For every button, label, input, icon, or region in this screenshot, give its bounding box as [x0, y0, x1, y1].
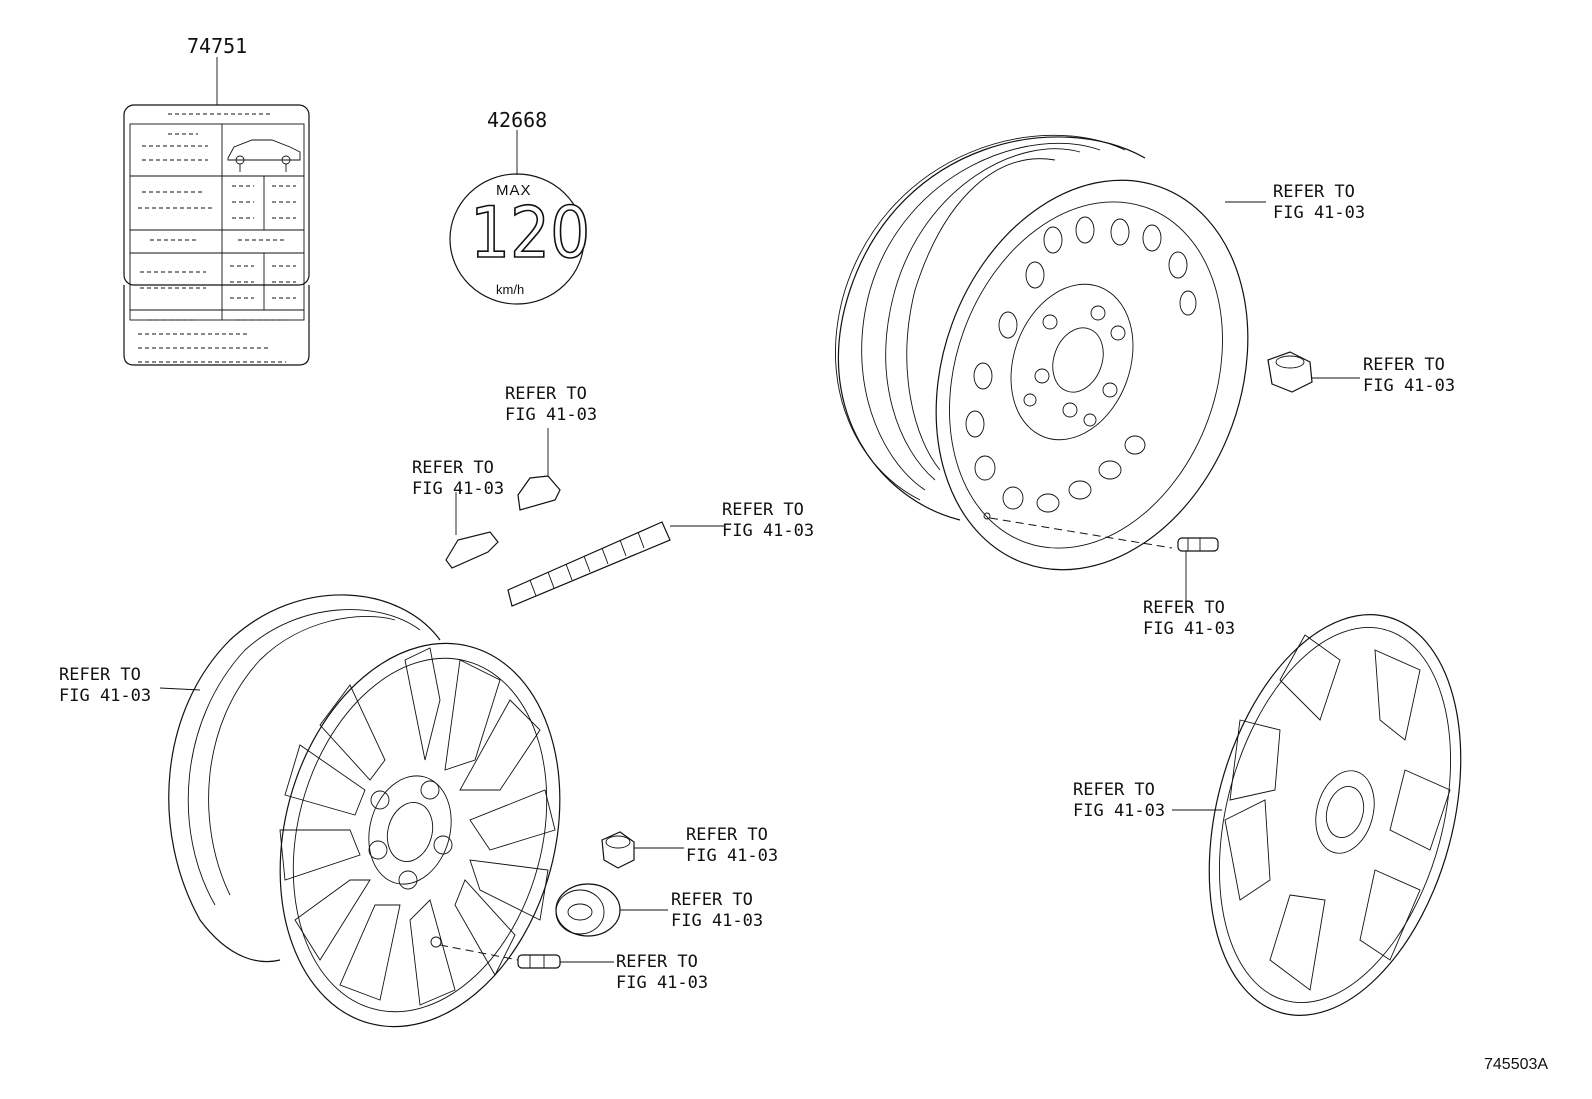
lug-nut-left-illustration — [601, 831, 684, 869]
callout-line1: REFER TO — [59, 665, 141, 685]
valve-stem-left-illustration — [517, 954, 614, 969]
valve-stem-right-illustration — [1177, 537, 1219, 605]
callout-line2: FIG 41-03 — [671, 911, 764, 931]
callout-line1: REFER TO — [1073, 780, 1155, 800]
callout-line2: FIG 41-03 — [1143, 619, 1236, 639]
callout-line2: FIG 41-03 — [722, 521, 815, 541]
callout-line2: FIG 41-03 — [505, 405, 598, 425]
callout-line2: FIG 41-03 — [1363, 376, 1456, 396]
callout-line2: FIG 41-03 — [686, 846, 779, 866]
callout-line2: FIG 41-03 — [1073, 801, 1166, 821]
callout-line2: FIG 41-03 — [1273, 203, 1366, 223]
callout-line1: REFER TO — [1273, 182, 1355, 202]
callout-line1: REFER TO — [686, 825, 768, 845]
part-number-speed-sign: 42668 — [487, 108, 548, 132]
balance-weights-illustration — [445, 428, 724, 607]
callout-line1: REFER TO — [1363, 355, 1445, 375]
callout-line2: FIG 41-03 — [412, 479, 505, 499]
callout-line1: REFER TO — [412, 458, 494, 478]
wheel-cap-illustration — [1172, 614, 1462, 1016]
alloy-wheel-illustration — [159, 594, 561, 1028]
speed-sign-value: 120 — [469, 191, 591, 275]
callout-line1: REFER TO — [505, 384, 587, 404]
lug-nut-right-illustration — [1267, 351, 1360, 393]
speed-sign-illustration — [449, 130, 585, 305]
callout-line1: REFER TO — [616, 952, 698, 972]
diagram-reference-number: 745503A — [1484, 1056, 1549, 1073]
center-cap-illustration — [555, 883, 668, 937]
callout-line1: REFER TO — [722, 500, 804, 520]
tire-label-illustration — [123, 57, 310, 366]
callout-line2: FIG 41-03 — [59, 686, 152, 706]
speed-sign-max: MAX — [496, 182, 532, 199]
callout-line2: FIG 41-03 — [616, 973, 709, 993]
part-number-label: 74751 — [187, 34, 248, 58]
callout-line1: REFER TO — [671, 890, 753, 910]
speed-sign-unit: km/h — [496, 282, 525, 297]
steel-wheel-illustration — [835, 134, 1249, 571]
callout-line1: REFER TO — [1143, 598, 1225, 618]
